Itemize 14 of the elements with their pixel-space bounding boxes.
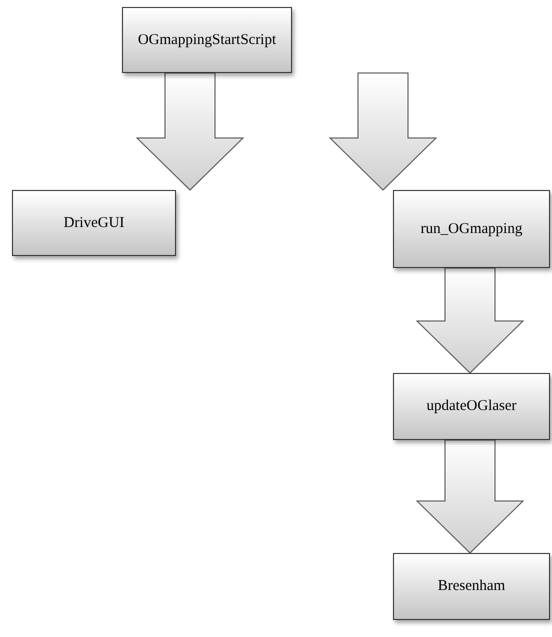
block-arrow bbox=[136, 72, 244, 191]
process-box bbox=[393, 553, 550, 620]
block-arrow bbox=[416, 440, 524, 554]
process-box bbox=[393, 373, 550, 440]
process-box bbox=[12, 190, 176, 256]
box-label: Bresenham bbox=[438, 577, 506, 596]
block-arrow bbox=[416, 268, 524, 374]
process-box bbox=[122, 7, 292, 73]
block-arrow bbox=[328, 72, 438, 191]
box-label: updateOGlaser bbox=[426, 397, 516, 416]
box-label: DriveGUI bbox=[64, 214, 124, 232]
box-label: run_OGmapping bbox=[420, 220, 522, 238]
box-label: OGmappingStartScript bbox=[138, 30, 276, 50]
process-box bbox=[393, 190, 550, 268]
